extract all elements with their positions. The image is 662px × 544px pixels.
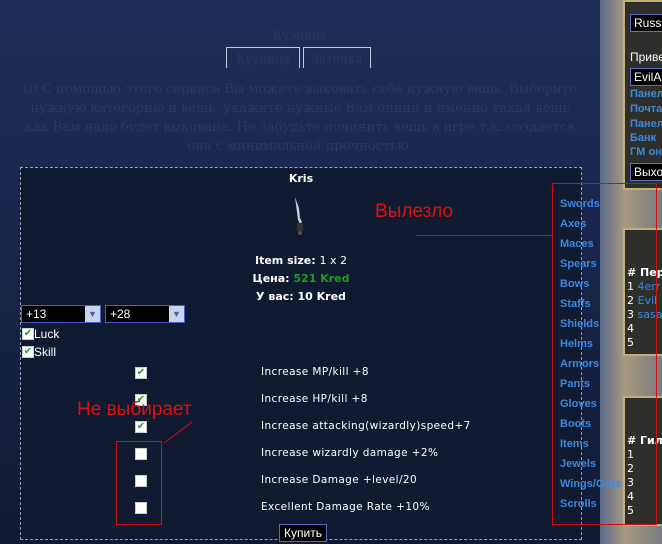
category-boots[interactable]: Boots [560,418,592,430]
user-select[interactable]: EvilAll [630,68,662,86]
category-items[interactable]: Items [560,438,589,450]
top-guilds-box [623,396,662,526]
chevron-down-icon[interactable]: ▼ [169,306,184,322]
chevron-down-icon[interactable]: ▼ [85,306,100,322]
player-row: 5 [627,336,634,349]
category-spears[interactable]: Spears [560,258,597,270]
option-label: Excellent Damage Rate +10% [261,501,430,513]
player-row: 1 4err [627,280,661,293]
item-size: Item size: 1 x 2 [254,254,348,267]
sidebar-link[interactable]: Панель [630,88,662,100]
annotation-not-selecting: Не выбирает [77,399,192,420]
buy-button[interactable]: Купить [279,524,327,542]
language-select[interactable]: Russian [630,14,662,32]
user-balance: У вас: 10 Kred [256,290,346,303]
option-checkbox-3[interactable]: ✔ [135,421,147,433]
category-armors[interactable]: Armors [560,358,600,370]
option-label: Increase HP/kill +8 [261,393,368,405]
skill-label: Skill [34,345,57,359]
guild-row: 4 [627,490,634,503]
top-players-header: # Пер [627,266,662,279]
greeting: Привет [630,50,662,64]
sidebar-link[interactable]: Панель [630,118,662,130]
guild-row: 3 [627,476,634,489]
guild-row: 1 [627,448,634,461]
top-players-box [623,228,662,356]
luck-label: Luck [34,327,60,341]
skill-checkbox[interactable]: ✔ [22,346,34,358]
category-axes[interactable]: Axes [560,218,587,230]
category-gloves[interactable]: Gloves [560,398,597,410]
option-label: Increase wizardly damage +2% [261,447,439,459]
annotation-box-checkboxes [116,441,162,525]
item-name: Kris [288,172,314,185]
option-checkbox-5[interactable] [135,475,147,487]
option-checkbox-2[interactable]: ✔ [135,394,147,406]
luck-checkbox[interactable]: ✔ [22,328,34,340]
annotation-box-categories [552,183,657,525]
category-shields[interactable]: Shields [560,318,600,330]
page-title: Кузница [273,28,327,42]
option-checkbox-6[interactable] [135,502,147,514]
logout-select[interactable]: Выход [630,163,662,181]
tab-sharpen[interactable]: Заточка [303,47,371,68]
top-guilds-header: # Гил [627,434,662,447]
level-select[interactable]: +13▼ [21,305,101,323]
category-maces[interactable]: Maces [560,238,594,250]
category-pants[interactable]: Pants [560,378,590,390]
category-bows[interactable]: Bows [560,278,590,290]
player-row: 3 sasa [627,308,662,321]
guild-row: 5 [627,504,634,517]
guild-row: 2 [627,462,634,475]
sidebar-link[interactable]: Почта [630,103,662,115]
option-select[interactable]: +28▼ [105,305,185,323]
annotation-line [163,421,193,444]
option-label: Increase Damage +level/20 [261,474,418,486]
category-scrolls[interactable]: Scrolls [560,498,597,510]
intro-text: (i) С помощью этого сервиса Вы можете вы… [23,82,577,154]
item-price: Цена: 521 Kred [252,272,350,285]
annotation-line [416,235,552,236]
option-checkbox-4[interactable] [135,448,147,460]
player-row: 2 Evil [627,294,658,307]
category-jewels[interactable]: Jewels [560,458,597,470]
option-label: Increase MP/kill +8 [261,366,369,378]
category-helms[interactable]: Helms [560,338,594,350]
annotation-overflow: Вылезло [375,201,453,222]
option-checkbox-1[interactable]: ✔ [135,367,147,379]
option-label: Increase attacking(wizardly)speed+7 [261,420,471,432]
sidebar-link[interactable]: ГМ онлайн [630,146,662,158]
item-image-dagger [295,197,303,235]
player-row: 4 [627,322,634,335]
category-swords[interactable]: Swords [560,198,600,210]
category-staffs[interactable]: Staffs [560,298,591,310]
category-wings-orbs[interactable]: Wings/Orbs [560,478,622,490]
tab-forge[interactable]: Кузница [226,47,300,68]
sidebar-link[interactable]: Банк [630,132,657,144]
